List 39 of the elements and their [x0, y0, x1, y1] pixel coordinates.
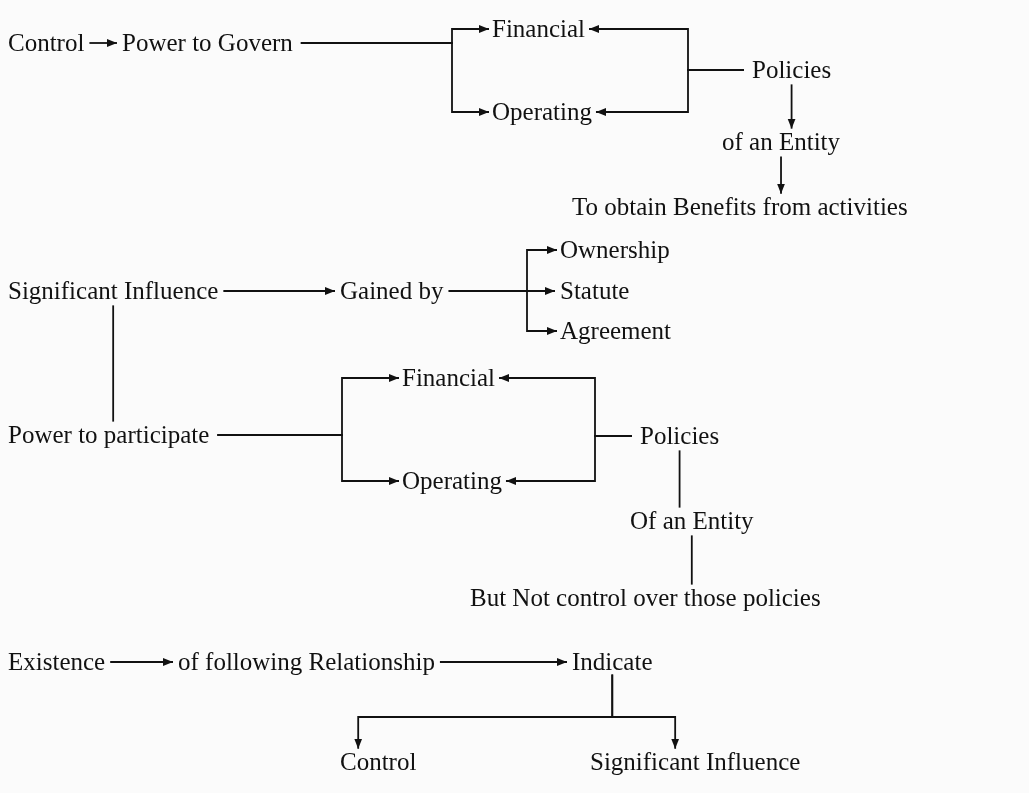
concept-text: Financial [492, 14, 586, 44]
concept-text: Agreement [560, 316, 672, 346]
concept-text: Control [8, 28, 85, 58]
arrow [299, 42, 490, 116]
concept-text: Ownership [560, 235, 670, 265]
arrow [447, 287, 556, 295]
concept-text: of an Entity [722, 127, 841, 157]
concept-text: Power to participate [8, 420, 210, 450]
concept-text: Statute [560, 276, 630, 306]
concept-text: Operating [492, 97, 592, 127]
connector-line [678, 449, 681, 509]
arrow [505, 435, 633, 485]
arrow [439, 658, 568, 666]
concept-text: Existence [8, 647, 106, 677]
concept-text: Policies [752, 55, 832, 85]
arrow [222, 287, 336, 295]
arrow [450, 290, 558, 335]
concept-text: Gained by [340, 276, 444, 306]
concept-text: Policies [640, 421, 720, 451]
concept-text: Significant Influence [8, 276, 219, 306]
connector-line [690, 534, 693, 586]
concept-text: Of an Entity [630, 506, 754, 536]
concept-text: Significant Influence [590, 747, 801, 777]
arrow [611, 673, 680, 750]
concept-text: of following Relationship [178, 647, 435, 677]
concept-text: But Not control over those policies [470, 583, 821, 613]
concept-text: To obtain Benefits from activities [572, 192, 908, 222]
concept-text: Operating [402, 466, 502, 496]
arrow [109, 658, 174, 666]
arrow [88, 39, 118, 47]
arrow [787, 83, 796, 130]
concept-text: Financial [402, 363, 496, 393]
concept-text: Control [340, 747, 417, 777]
arrow [777, 155, 785, 195]
arrow [216, 434, 400, 485]
concept-text: Power to Govern [122, 28, 293, 58]
concept-text: Indicate [572, 647, 653, 677]
arrow [595, 69, 745, 116]
connector-line [112, 304, 115, 423]
